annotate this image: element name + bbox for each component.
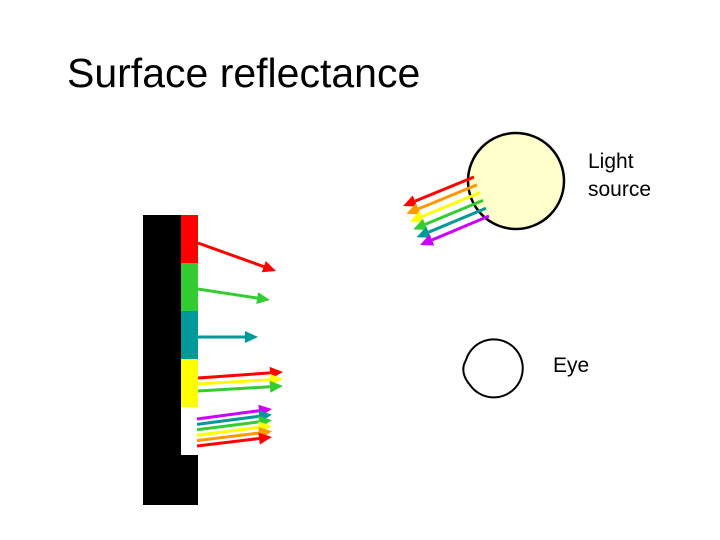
slide-title: Surface reflectance: [67, 50, 421, 96]
incident-green-arrow-head: [413, 218, 428, 230]
white-reflect-purple-arrow-shaft: [196, 409, 260, 421]
yellow-reflect-yellow-arrow-shaft: [197, 378, 271, 386]
white-reflect-red-arrow-shaft: [196, 437, 260, 448]
eye-label: Eye: [553, 354, 590, 377]
light-label-line2: source: [588, 178, 652, 201]
reflected-teal-arrow-head: [245, 331, 258, 343]
surface-band-green: [181, 263, 198, 311]
reflected-red-arrow-head: [261, 260, 276, 273]
white-reflect-teal-arrow-shaft: [196, 414, 260, 426]
incident-red-arrow-shaft: [414, 175, 475, 203]
yellow-reflect-green-arrow-head: [269, 380, 283, 393]
incident-yellow-arrow-head: [409, 211, 425, 223]
light-source-circle: [466, 131, 566, 231]
surface-band-yellow: [181, 359, 198, 407]
white-reflect-green-arrow-shaft: [196, 420, 260, 432]
reflected-red-arrow-shaft: [197, 241, 265, 269]
surface-band-red: [181, 215, 198, 263]
incident-purple-arrow-head: [420, 234, 435, 246]
light-source-label: Light source: [588, 148, 651, 204]
white-reflect-orange-arrow-shaft: [196, 431, 260, 443]
incident-orange-arrow-shaft: [417, 183, 478, 211]
yellow-reflect-red-arrow-shaft: [197, 371, 271, 380]
yellow-reflect-green-arrow-shaft: [197, 385, 271, 393]
surface-base: [181, 455, 198, 505]
reflected-green-arrow-shaft: [197, 287, 258, 300]
surface-band-white: [181, 407, 198, 455]
incident-orange-arrow-head: [406, 203, 421, 215]
incident-red-arrow-head: [403, 195, 418, 207]
incident-teal-arrow-head: [416, 226, 431, 238]
white-reflect-yellow-arrow-shaft: [196, 425, 260, 437]
eye-shape: [462, 338, 524, 399]
incident-green-arrow-shaft: [424, 199, 484, 226]
light-label-line1: Light: [588, 150, 634, 173]
white-reflect-red-arrow-head: [258, 432, 272, 445]
surface-body: [143, 215, 181, 505]
surface-band-teal: [181, 311, 198, 359]
incident-teal-arrow-shaft: [428, 206, 487, 234]
incident-yellow-arrow-shaft: [421, 191, 481, 219]
reflected-green-arrow-head: [256, 292, 270, 304]
incident-purple-arrow-shaft: [431, 214, 490, 242]
